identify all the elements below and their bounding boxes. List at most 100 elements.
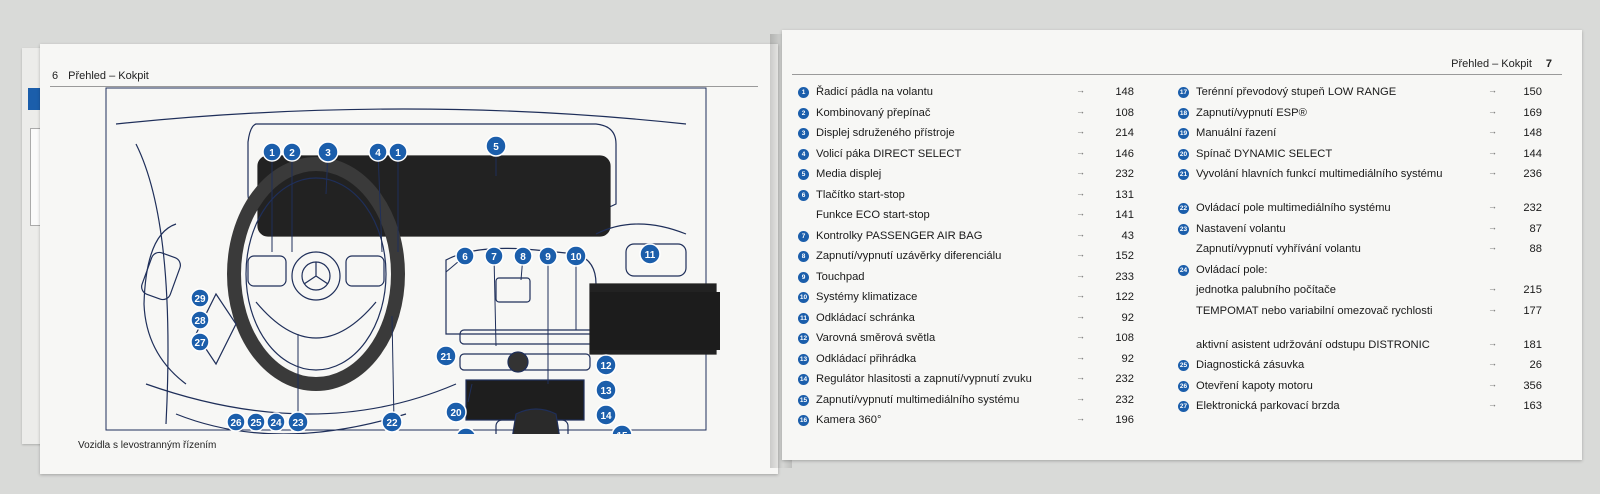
legend-number-badge: 7 [798, 230, 809, 242]
legend-number-badge: 16 [798, 415, 809, 426]
callout-22: 22 [381, 411, 403, 433]
legend-page-number: 177 [1523, 304, 1542, 317]
cockpit-lines [105, 87, 717, 434]
page-ref-arrow-icon: → [1076, 310, 1085, 321]
legend-number-badge: 22 [1178, 203, 1189, 214]
callout-28: 28 [190, 310, 210, 330]
callout-label: 11 [645, 250, 656, 261]
callout-label: 25 [250, 418, 262, 429]
legend-row: aktivní asistent udržování odstupu DISTR… [1178, 336, 1548, 357]
legend-text: Elektronická parkovací brzda [1196, 400, 1340, 412]
climate-panel [459, 329, 597, 345]
legend-number-badge: 12 [798, 333, 809, 344]
passenger-vent [625, 243, 687, 277]
legend-page-number: 92 [1121, 311, 1134, 324]
legend-number-badge: 1 [798, 87, 809, 98]
legend-page-number: 141 [1115, 209, 1134, 221]
legend-text: Zapnutí/vypnutí vyhřívání volantu [1196, 243, 1361, 255]
page-ref-arrow-icon: → [1076, 146, 1085, 157]
legend-page-number: 215 [1523, 284, 1542, 296]
gear-selector [512, 408, 560, 434]
callout-14: 14 [595, 404, 617, 426]
callout-10: 10 [565, 245, 587, 267]
page-ref-arrow-icon: → [1076, 126, 1085, 136]
legend-page-number: 152 [1115, 250, 1134, 262]
callout-label: 1 [269, 148, 275, 159]
page-ref-arrow-icon: → [1076, 413, 1085, 423]
callout-13: 13 [595, 379, 617, 401]
legend-number-badge: 26 [1178, 380, 1189, 392]
page-ref-arrow-icon: → [1076, 249, 1085, 259]
legend-number-badge: 20 [1178, 148, 1189, 160]
page-ref-arrow-icon: → [1488, 378, 1497, 389]
page-ref-arrow-icon: → [1488, 283, 1497, 293]
steering-lower-spoke [255, 301, 377, 339]
steering-wheel-inner [245, 177, 387, 371]
callout-label: 13 [600, 386, 612, 397]
callout-11: 11 [639, 243, 661, 265]
legend-number-badge: 23 [1178, 223, 1189, 235]
steering-wheel-rim [227, 157, 405, 391]
legend-text: Diagnostická zásuvka [1196, 359, 1305, 371]
page-ref-arrow-icon: → [1488, 201, 1497, 211]
callout-1b: 1 [388, 142, 408, 162]
page-ref-arrow-icon: → [1488, 85, 1497, 95]
callout-label: 3 [325, 148, 331, 159]
switch-block [495, 277, 531, 303]
legend-text: Vyvolání hlavních funkcí multimediálního… [1196, 168, 1443, 180]
callout-label: 23 [292, 418, 304, 429]
page-ref-arrow-icon: → [1488, 221, 1497, 232]
callout-6: 6 [455, 246, 475, 266]
legend-number-badge: 5 [798, 169, 809, 180]
legend-number-badge: 9 [798, 271, 809, 283]
callout-8: 8 [513, 246, 533, 266]
diagram-frame [105, 87, 707, 431]
legend-text: Kombinovaný přepínač [816, 106, 931, 119]
callout-2: 2 [282, 142, 302, 162]
callout-label: 7 [491, 252, 497, 263]
legend-text: Touchpad [816, 270, 865, 283]
legend-text: Zapnutí/vypnutí uzávěrky diferenciálu [816, 250, 1002, 262]
media-knob [507, 351, 529, 373]
page-ref-arrow-icon: → [1488, 126, 1497, 136]
page-ref-arrow-icon: → [1488, 358, 1497, 368]
page-ref-arrow-icon: → [1488, 303, 1497, 314]
callout-label: 5 [493, 142, 499, 153]
callout-label: 14 [600, 411, 612, 422]
callout-25: 25 [246, 412, 266, 432]
left-page-number: 6 [52, 70, 59, 82]
callout-29: 29 [190, 288, 210, 308]
page-ref-arrow-icon: → [1488, 242, 1497, 252]
page-ref-arrow-icon: → [1076, 290, 1085, 300]
legend-number-badge: 8 [798, 251, 809, 262]
legend-page-number: 108 [1115, 332, 1134, 344]
callout-label: 24 [270, 418, 282, 429]
legend-page-number: 148 [1115, 86, 1134, 98]
legend-number-badge: 4 [798, 148, 809, 160]
page-ref-arrow-icon: → [1076, 269, 1085, 280]
legend-number-badge: 17 [1178, 87, 1189, 98]
page-ref-arrow-icon: → [1076, 351, 1085, 362]
callout-label: 26 [230, 418, 242, 429]
legend-text: Volicí páka DIRECT SELECT [816, 147, 962, 160]
legend-number-badge: 11 [798, 312, 809, 324]
header-rule [50, 86, 758, 87]
legend-text: TEMPOMAT nebo variabilní omezovač rychlo… [1196, 304, 1433, 317]
right-spoke-buttons [345, 255, 385, 287]
